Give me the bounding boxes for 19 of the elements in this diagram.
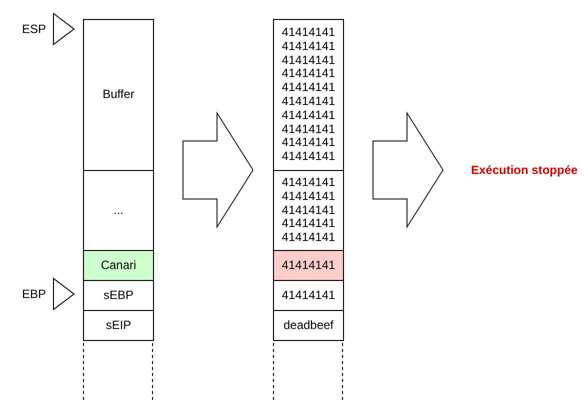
register-label: ESP [22, 22, 46, 36]
slot-value: 41414141 41414141 41414141 41414141 41414141 [282, 176, 336, 245]
slot-value: 41414141 [282, 288, 336, 302]
status-message: Exécution stoppée [471, 163, 578, 177]
slot-value: sEIP [106, 318, 132, 332]
slot-value: 41414141 [282, 258, 336, 272]
block-arrow [372, 111, 444, 229]
block-arrow [182, 111, 254, 229]
stack-slot [274, 250, 343, 280]
slot-value: ... [113, 204, 124, 218]
slot-value: Canari [100, 258, 136, 272]
slot-value: Buffer [102, 88, 134, 102]
stack-slot [84, 250, 153, 280]
memory-stack [83, 19, 154, 341]
slot-value: deadbeef [283, 318, 334, 332]
memory-stack [273, 19, 344, 341]
slot-value: sEBP [103, 288, 134, 302]
register-label: EBP [22, 287, 46, 301]
slot-value: 41414141 41414141 41414141 41414141 41414141 41414141 41414141 41414141 41414141 41414141 [282, 26, 336, 164]
